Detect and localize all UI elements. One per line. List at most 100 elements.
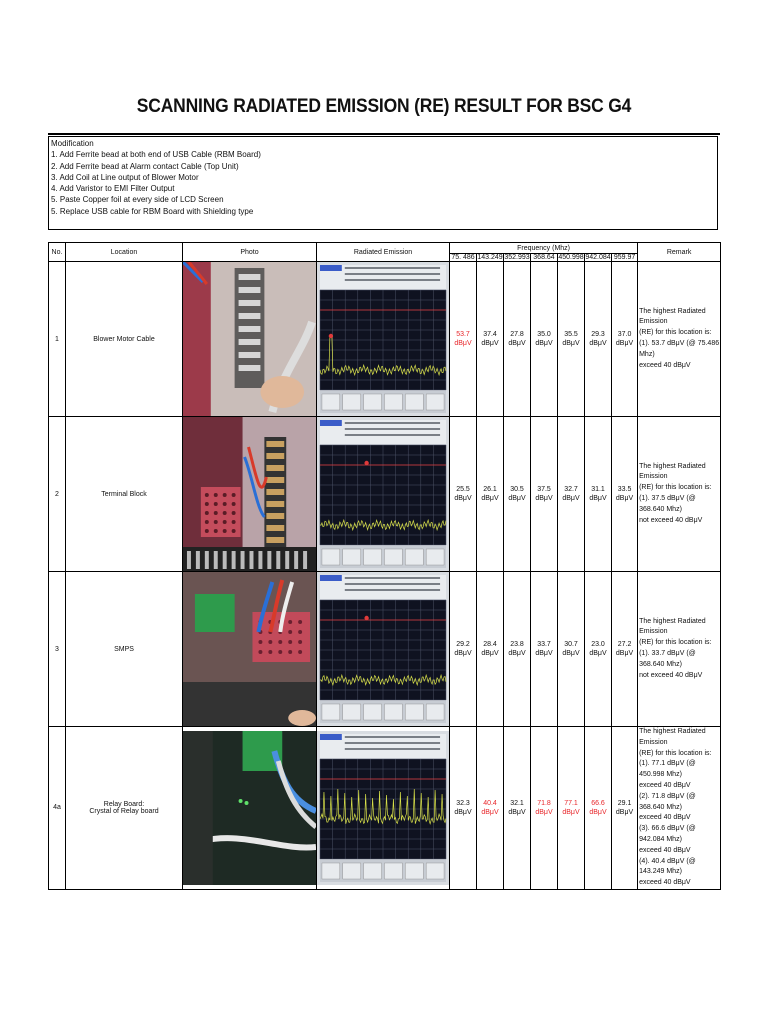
remark-line: (4). 40.4 dBμV (@ 143.249 Mhz) xyxy=(639,857,696,876)
remark-line: not exceed 40 dBμV xyxy=(639,516,703,524)
location-line: Relay Board: xyxy=(103,800,145,808)
value-number: 31.1 xyxy=(591,486,605,493)
remark-line: (1). 37.5 dBμV (@ 368.640 Mhz) xyxy=(639,495,696,513)
value-unit: dBμV xyxy=(535,495,553,502)
emission-value: 27.2 dBμV xyxy=(610,571,639,727)
remark-line: (RE) for this location is: xyxy=(639,484,712,492)
value-number: 27.2 xyxy=(617,641,632,648)
value-number: 23.0 xyxy=(591,641,605,648)
value-unit: dBμV xyxy=(562,650,580,657)
spectrum-analyzer-screenshot xyxy=(317,730,449,885)
remark-line: (RE) for this location is: xyxy=(639,639,712,647)
value-number: 66.6 xyxy=(591,799,605,807)
remark-line: exceed 40 dBμV xyxy=(639,846,691,854)
value-unit: dBμV xyxy=(454,495,472,502)
value-number: 30.7 xyxy=(564,641,578,648)
header-photo: Photo xyxy=(182,242,317,262)
header-location: Location xyxy=(65,242,183,262)
value-unit: dBμV xyxy=(535,340,553,347)
value-unit: dBμV xyxy=(535,650,553,657)
value-unit: dBμV xyxy=(589,340,607,347)
row-location: Relay Board:Crystal of Relay board xyxy=(65,726,183,890)
row-location: SMPS xyxy=(65,571,183,727)
remark-line: The highest Radiated Emission xyxy=(639,462,706,481)
radiated-emission-cell xyxy=(316,261,450,417)
location-line: Crystal of Relay board xyxy=(89,807,159,815)
value-number: 37.0 xyxy=(617,331,632,338)
row-remark: The highest Radiated Emission(RE) for th… xyxy=(637,726,722,890)
emission-value: 35.5 dBμV xyxy=(557,261,585,417)
frequency-header: 352.993 xyxy=(503,253,531,262)
component-photo xyxy=(183,730,316,885)
photo-cell xyxy=(182,261,317,417)
value-unit: dBμV xyxy=(562,808,580,816)
value-unit: dBμV xyxy=(562,495,580,502)
remark-line: (1). 33.7 dBμV (@ 368.640 Mhz) xyxy=(639,650,696,668)
value-number: 28.4 xyxy=(483,641,497,648)
remark-line: (RE) for this location is: xyxy=(639,329,712,337)
value-number: 29.1 xyxy=(617,799,632,807)
row-number: 3 xyxy=(48,571,66,727)
row-remark: The highest Radiated Emission(RE) for th… xyxy=(637,571,722,727)
value-number: 32.1 xyxy=(510,799,524,807)
emission-value: 31.1 dBμV xyxy=(584,416,612,572)
title-underline xyxy=(48,133,720,135)
results-table: No. Location Photo Radiated Emission Fre… xyxy=(48,242,722,890)
value-unit: dBμV xyxy=(454,340,472,347)
remark-line: exceed 40 dBμV xyxy=(639,361,691,369)
emission-value: 28.4 dBμV xyxy=(476,571,504,727)
value-number: 23.8 xyxy=(510,641,524,648)
frequency-header: 450.998 xyxy=(557,253,585,262)
modification-item: 1. Add Ferrite bead at both end of USB C… xyxy=(51,150,261,160)
value-unit: dBμV xyxy=(562,340,580,347)
header-frequency: Frequency (Mhz) xyxy=(448,242,639,254)
photo-cell xyxy=(182,571,317,727)
value-unit: dBμV xyxy=(615,495,634,502)
value-unit: dBμV xyxy=(508,650,526,657)
value-number: 35.5 xyxy=(564,331,578,338)
page-title: SCANNING RADIATED EMISSION (RE) RESULT F… xyxy=(136,96,632,117)
value-unit: dBμV xyxy=(589,495,607,502)
photo-cell xyxy=(182,416,317,572)
value-unit: dBμV xyxy=(589,808,607,816)
remark-line: (2). 71.8 dBμV (@ 368.640 Mhz) xyxy=(639,792,696,811)
emission-value: 37.0 dBμV xyxy=(610,261,639,417)
frequency-header: 959.97 xyxy=(610,253,639,262)
value-unit: dBμV xyxy=(508,340,526,347)
header-no: No. xyxy=(48,242,66,262)
value-number: 33.7 xyxy=(537,641,551,648)
component-photo xyxy=(183,262,316,416)
radiated-emission-cell xyxy=(316,726,450,890)
spectrum-analyzer-screenshot xyxy=(317,572,449,726)
value-unit: dBμV xyxy=(481,650,499,657)
frequency-header: 942.084 xyxy=(584,253,612,262)
modification-item: 2. Add Ferrite bead at Alarm contact Cab… xyxy=(51,161,239,171)
modification-heading: Modification xyxy=(51,139,94,148)
row-location: Terminal Block xyxy=(65,416,183,572)
value-unit: dBμV xyxy=(615,650,634,657)
row-number: 1 xyxy=(48,261,66,417)
value-unit: dBμV xyxy=(481,340,499,347)
value-unit: dBμV xyxy=(615,340,634,347)
frequency-header: 143.249 xyxy=(476,253,504,262)
header-remark: Remark xyxy=(637,242,722,262)
frequency-header: 75. 486 xyxy=(449,253,477,262)
value-unit: dBμV xyxy=(481,808,499,816)
value-number: 77.1 xyxy=(564,799,578,807)
value-number: 26.1 xyxy=(483,486,497,493)
